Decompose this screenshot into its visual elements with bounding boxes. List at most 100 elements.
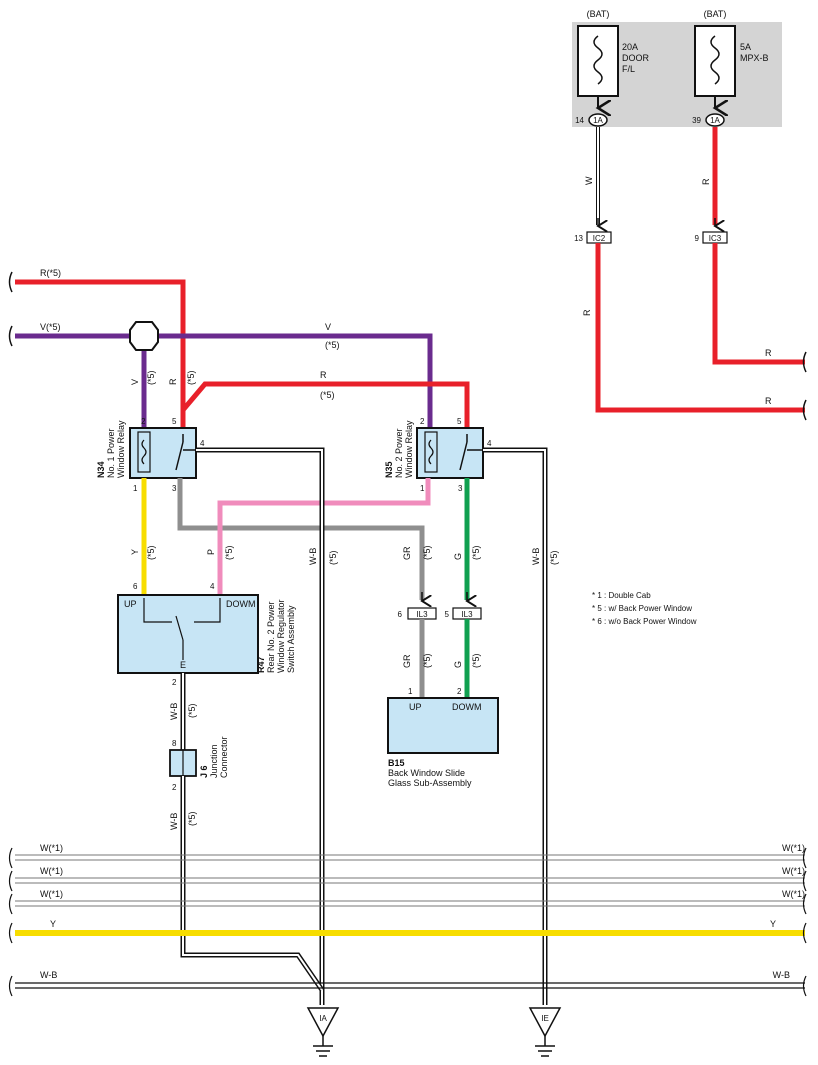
ic3-pin: 9 xyxy=(695,234,700,243)
bus-w2-label: W(*1) xyxy=(40,866,63,876)
ic2-pin: 13 xyxy=(574,234,583,243)
wire-v-mid-note: (*5) xyxy=(325,340,340,350)
wire-gr2-label: GR xyxy=(402,654,412,668)
wire-r-out2-label: R xyxy=(765,396,772,406)
wire-wb2-label: W-B xyxy=(531,548,541,565)
relay2-pin5: 5 xyxy=(457,417,462,426)
bus-w2-label-right: W(*1) xyxy=(782,866,805,876)
fuse1-name: DOOR xyxy=(622,53,650,63)
relay1-line2: Window Relay xyxy=(116,420,126,478)
junction-line2: Connector xyxy=(219,736,229,778)
switch-line1: Rear No. 2 Power xyxy=(266,601,276,673)
relay1-code: N34 xyxy=(96,461,106,478)
ic3-label: IC3 xyxy=(709,234,722,243)
motor-pin2: 2 xyxy=(457,687,462,696)
relay1-pin2: 2 xyxy=(141,417,146,426)
bus-y-label-right: Y xyxy=(770,919,776,929)
il3-b-label: IL3 xyxy=(461,610,473,619)
bus-w1-label-right: W(*1) xyxy=(782,843,805,853)
motor-line1: Back Window Slide xyxy=(388,768,465,778)
relay2-line1: No. 2 Power xyxy=(394,428,404,478)
relay2-line2: Window Relay xyxy=(404,420,414,478)
junction-line1: Junction xyxy=(209,744,219,778)
fuse2-source: (BAT) xyxy=(704,9,727,19)
motor-line2: Glass Sub-Assembly xyxy=(388,778,472,788)
fuse2-name: MPX-B xyxy=(740,53,769,63)
bus-wb-label: W-B xyxy=(40,970,57,980)
fuse2-rating: 5A xyxy=(740,42,751,52)
relay2-code: N35 xyxy=(384,461,394,478)
wire-g-label: G xyxy=(453,553,463,560)
splice-point xyxy=(129,321,159,351)
wire-wb1-note: (*5) xyxy=(328,550,338,565)
bus-w1 xyxy=(15,854,805,861)
relay2-pin1: 1 xyxy=(420,484,425,493)
fuse1-source: (BAT) xyxy=(587,9,610,19)
fuse1-name2: F/L xyxy=(622,64,635,74)
motor-down-label: DOWM xyxy=(452,702,482,712)
wire-w-label: W xyxy=(584,176,594,185)
motor-code: B15 xyxy=(388,758,405,768)
wire-y-note: (*5) xyxy=(146,545,156,560)
wire-gr-note: (*5) xyxy=(422,545,432,560)
wire-wb4-note: (*5) xyxy=(187,811,197,826)
bus-wb xyxy=(15,982,805,989)
wire-r-mid-note: (*5) xyxy=(320,390,335,400)
fuse2-connector xyxy=(705,113,725,127)
wire-wb2-note: (*5) xyxy=(549,550,559,565)
junction-pin2: 2 xyxy=(172,783,177,792)
wire-r-drop-label: R xyxy=(168,378,178,385)
wire-r-down-label: R xyxy=(582,309,592,316)
ground-ia-label: IA xyxy=(319,1014,327,1023)
bus-w2 xyxy=(15,877,805,884)
motor-pin1: 1 xyxy=(408,687,413,696)
bus-w3 xyxy=(15,900,805,907)
relay-n34 xyxy=(129,427,197,479)
wire-r-left-label: R(*5) xyxy=(40,268,61,278)
wire-wb3-label: W-B xyxy=(169,703,179,720)
switch-code: R47 xyxy=(256,656,266,673)
relay1-pin3: 3 xyxy=(172,484,177,493)
ground-ie xyxy=(528,1007,562,1057)
fuse1-pin: 14 xyxy=(575,116,584,125)
wire-v-drop-label: V xyxy=(130,379,140,385)
back-window-motor-b15 xyxy=(387,697,499,754)
fuse1-conn-label: 1A xyxy=(593,116,603,125)
wire-r-mid-label: R xyxy=(320,370,327,380)
wire-g2-note: (*5) xyxy=(471,653,481,668)
wire-wb1-label: W-B xyxy=(308,548,318,565)
wire-r-ic3-out xyxy=(712,243,805,365)
relay2-pin3: 3 xyxy=(458,484,463,493)
switch-line3: Switch Assembly xyxy=(286,605,296,673)
relay1-pin4: 4 xyxy=(200,439,205,448)
wire-r-mid xyxy=(181,381,470,428)
switch-down-label: DOWM xyxy=(226,599,256,609)
wire-g2-label: G xyxy=(453,661,463,668)
wire-r-ic2-out xyxy=(595,243,805,413)
bus-wb-label-right: W-B xyxy=(773,970,790,980)
wire-wb1 xyxy=(196,447,325,1005)
wire-v-left-label: V(*5) xyxy=(40,322,61,332)
relay1-line1: No. 1 Power xyxy=(106,428,116,478)
bus-w3-label-right: W(*1) xyxy=(782,889,805,899)
wire-wb3-note: (*5) xyxy=(187,703,197,718)
fuse1-icon xyxy=(593,35,603,85)
wire-wb4-label: W-B xyxy=(169,813,179,830)
fuse1-connector xyxy=(588,113,608,127)
junction-pin8: 8 xyxy=(172,739,177,748)
wire-p-note: (*5) xyxy=(224,545,234,560)
legend-item-6: * 6 : w/o Back Power Window xyxy=(592,617,697,626)
legend-item-5: * 5 : w/ Back Power Window xyxy=(592,604,692,613)
switch-line2: Window Regulator xyxy=(276,599,286,673)
fuse1-box xyxy=(577,25,619,97)
wire-g-note: (*5) xyxy=(471,545,481,560)
legend-item-1: * 1 : Double Cab xyxy=(592,591,651,600)
switch-e-label: E xyxy=(180,660,186,670)
wire-r-left xyxy=(15,279,186,428)
relay2-pin4: 4 xyxy=(487,439,492,448)
wire-v-mid-label: V xyxy=(325,322,331,332)
wire-gr xyxy=(177,478,425,600)
fuse1-rating: 20A xyxy=(622,42,638,52)
wire-p-label: P xyxy=(206,549,216,555)
bus-w1-label: W(*1) xyxy=(40,843,63,853)
